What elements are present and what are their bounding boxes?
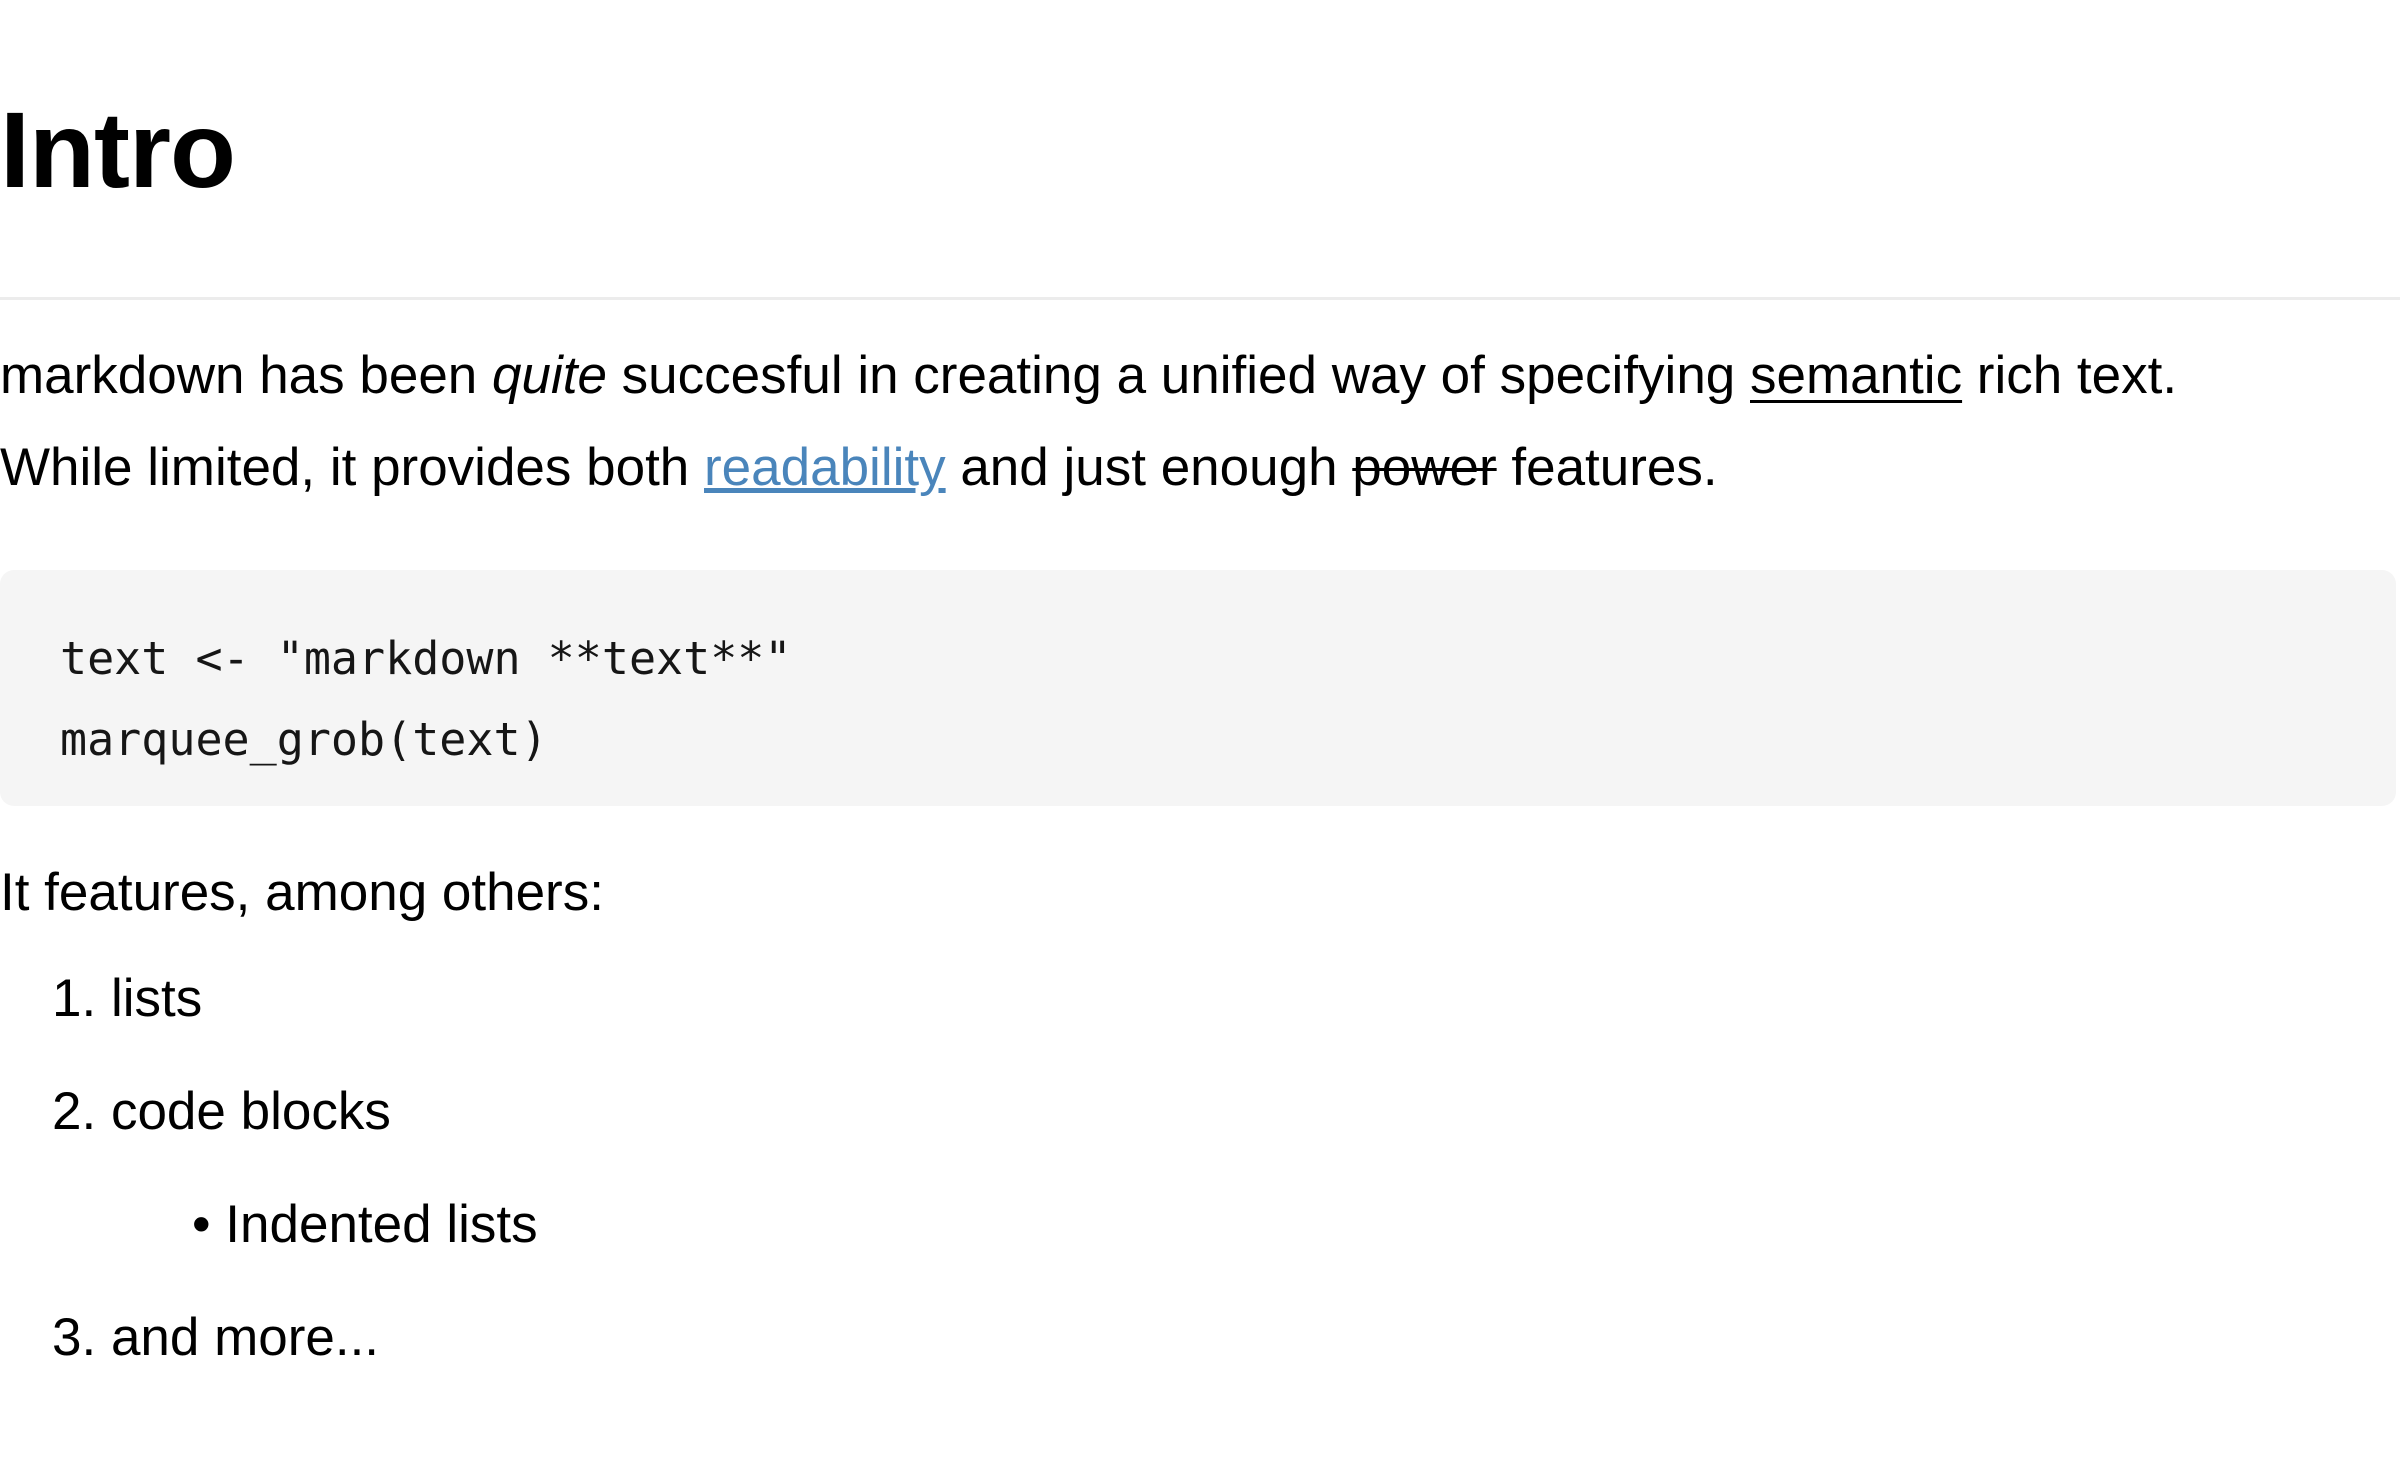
paragraph-text-segment: markdown has been xyxy=(0,346,493,405)
list-item-label: Indented lists xyxy=(225,1195,538,1254)
paragraph-text-segment: rich text. xyxy=(1962,346,2178,405)
code-block: text <- "markdown **text**" marquee_grob… xyxy=(0,570,2396,806)
list-item: 3. and more... xyxy=(0,1307,2400,1369)
code-line-2: marquee_grob(text) xyxy=(60,713,548,766)
list-marker: 2. xyxy=(52,1082,97,1141)
list-item-label: lists xyxy=(110,969,203,1028)
paragraph-text-segment: While limited, it provides both xyxy=(0,438,705,497)
list-intro-text: It features, among others: xyxy=(0,863,604,922)
heading-divider xyxy=(0,297,2400,300)
list-item-nested: • Indented lists xyxy=(0,1194,2400,1256)
emphasis-underline-semantic: semantic xyxy=(1750,346,1963,405)
readability-link[interactable]: readability xyxy=(704,438,946,497)
list-marker: 1. xyxy=(52,969,97,1028)
list-item: 1. lists xyxy=(0,968,2400,1030)
intro-paragraph: markdown has been quite succesful in cre… xyxy=(0,330,2400,514)
list-marker: 3. xyxy=(52,1308,97,1367)
emphasis-strikethrough-power: power xyxy=(1352,438,1497,497)
code-line-1: text <- "markdown **text**" xyxy=(60,632,792,685)
paragraph-text-segment: succesful in creating a unified way of s… xyxy=(606,346,1750,405)
page-title: Intro xyxy=(0,89,236,210)
paragraph-text-segment: features. xyxy=(1496,438,1718,497)
list-item-label: code blocks xyxy=(110,1082,391,1141)
feature-list: 1. lists 2. code blocks • Indented lists… xyxy=(0,968,2400,1369)
paragraph-text-segment: and just enough xyxy=(945,438,1353,497)
list-item: 2. code blocks xyxy=(0,1081,2400,1143)
emphasis-italic-quite: quite xyxy=(492,346,607,405)
paragraph-line-1: markdown has been quite succesful in cre… xyxy=(0,330,2400,422)
paragraph-line-2: While limited, it provides both readabil… xyxy=(0,422,2400,514)
list-bullet-marker: • xyxy=(192,1195,211,1254)
list-item-label: and more... xyxy=(110,1308,380,1367)
